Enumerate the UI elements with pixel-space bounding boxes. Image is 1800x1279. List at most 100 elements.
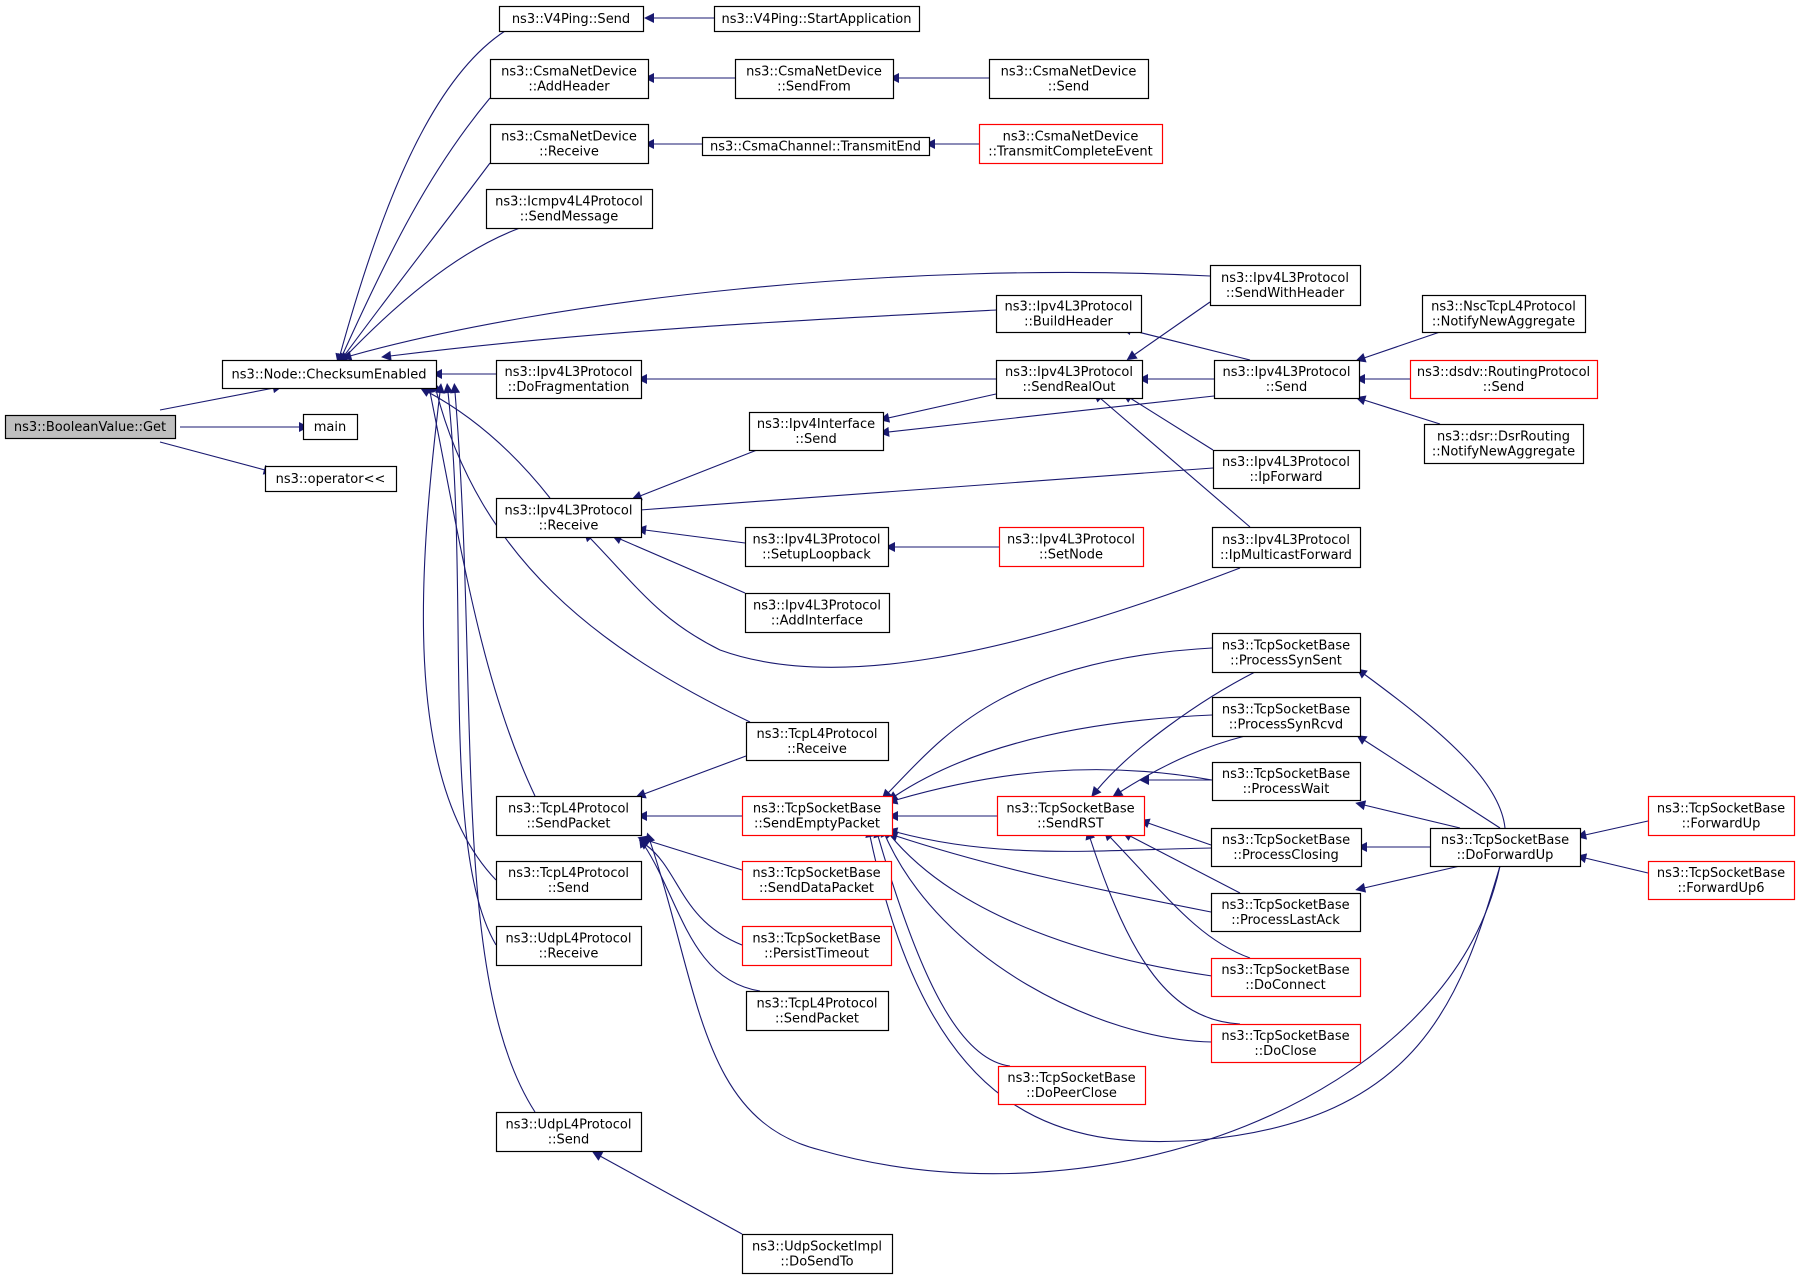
node-cksum[interactable]: ns3::Node::ChecksumEnabled — [221, 359, 438, 390]
node-proclastack[interactable]: ns3::TcpSocketBase::ProcessLastAck — [1210, 892, 1362, 933]
node-box[interactable] — [495, 359, 643, 400]
node-csmasendfrom[interactable]: ns3::CsmaNetDevice::SendFrom — [734, 58, 895, 100]
node-dsdv[interactable]: ns3::dsdv::RoutingProtocol::Send — [1409, 359, 1599, 400]
node-ipfwd[interactable]: ns3::Ipv4L3Protocol::IpForward — [1212, 449, 1361, 490]
node-boolget[interactable]: ns3::BooleanValue::Get — [4, 414, 177, 440]
node-box[interactable] — [997, 1065, 1147, 1106]
node-box[interactable] — [995, 359, 1144, 400]
node-ip4send[interactable]: ns3::Ipv4L3Protocol::Send — [1213, 359, 1361, 400]
node-procsynrcvd[interactable]: ns3::TcpSocketBase::ProcessSynRcvd — [1211, 696, 1362, 738]
node-box[interactable] — [495, 925, 643, 967]
node-doconnect[interactable]: ns3::TcpSocketBase::DoConnect — [1210, 957, 1362, 998]
node-doclose[interactable]: ns3::TcpSocketBase::DoClose — [1210, 1023, 1362, 1064]
node-box[interactable] — [745, 721, 890, 762]
node-box[interactable] — [748, 411, 885, 452]
node-box[interactable] — [745, 990, 890, 1032]
node-box[interactable] — [1429, 827, 1582, 868]
node-box[interactable] — [1210, 827, 1363, 868]
node-tcprecv[interactable]: ns3::TcpL4Protocol::Receive — [745, 721, 890, 762]
node-box[interactable] — [988, 58, 1150, 100]
node-icmp[interactable]: ns3::Icmpv4L4Protocol::SendMessage — [485, 188, 654, 230]
node-persist[interactable]: ns3::TcpSocketBase::PersistTimeout — [741, 925, 893, 967]
node-box[interactable] — [1210, 957, 1362, 998]
node-box[interactable] — [741, 795, 894, 837]
node-nsctcp[interactable]: ns3::NscTcpL4Protocol::NotifyNewAggregat… — [1421, 294, 1587, 334]
node-box[interactable] — [1212, 449, 1361, 490]
node-main[interactable]: main — [302, 413, 359, 441]
node-fwdup[interactable]: ns3::TcpSocketBase::ForwardUp — [1647, 795, 1796, 837]
node-procclosing[interactable]: ns3::TcpSocketBase::ProcessClosing — [1210, 827, 1363, 868]
node-tcpsend[interactable]: ns3::TcpL4Protocol::Send — [495, 860, 643, 901]
node-box[interactable] — [1421, 294, 1587, 334]
node-box[interactable] — [4, 414, 177, 440]
node-box[interactable] — [996, 795, 1146, 837]
node-csmatx[interactable]: ns3::CsmaChannel::TransmitEnd — [701, 136, 931, 157]
node-sendempty[interactable]: ns3::TcpSocketBase::SendEmptyPacket — [741, 795, 894, 837]
node-box[interactable] — [1647, 795, 1796, 837]
node-csmaadd[interactable]: ns3::CsmaNetDevice::AddHeader — [489, 58, 650, 100]
node-box[interactable] — [264, 465, 398, 493]
node-sendwh[interactable]: ns3::Ipv4L3Protocol::SendWithHeader — [1209, 264, 1362, 307]
node-v4start[interactable]: ns3::V4Ping::StartApplication — [713, 5, 921, 33]
node-box[interactable] — [498, 5, 645, 33]
node-udprecv[interactable]: ns3::UdpL4Protocol::Receive — [495, 925, 643, 967]
node-ifsend[interactable]: ns3::Ipv4Interface::Send — [748, 411, 885, 452]
node-box[interactable] — [1647, 860, 1796, 901]
node-udpsend[interactable]: ns3::UdpL4Protocol::Send — [495, 1111, 643, 1153]
node-box[interactable] — [221, 359, 438, 390]
node-box[interactable] — [1211, 696, 1362, 738]
node-box[interactable] — [1209, 264, 1362, 307]
node-box[interactable] — [495, 497, 643, 539]
node-udpsock[interactable]: ns3::UdpSocketImpl::DoSendTo — [741, 1233, 894, 1275]
node-box[interactable] — [734, 58, 895, 100]
node-procsynsent[interactable]: ns3::TcpSocketBase::ProcessSynSent — [1211, 632, 1362, 674]
node-buildh[interactable]: ns3::Ipv4L3Protocol::BuildHeader — [995, 294, 1143, 334]
node-procwait[interactable]: ns3::TcpSocketBase::ProcessWait — [1211, 761, 1362, 802]
node-box[interactable] — [302, 413, 359, 441]
node-box[interactable] — [489, 58, 650, 100]
node-box[interactable] — [495, 860, 643, 901]
node-box[interactable] — [713, 5, 921, 33]
node-fwdup6[interactable]: ns3::TcpSocketBase::ForwardUp6 — [1647, 860, 1796, 901]
node-box[interactable] — [701, 136, 931, 157]
node-box[interactable] — [998, 526, 1145, 568]
node-box[interactable] — [741, 860, 893, 901]
node-box[interactable] — [1211, 632, 1362, 674]
node-box[interactable] — [741, 1233, 894, 1275]
node-box[interactable] — [1210, 1023, 1362, 1064]
node-ip4recv[interactable]: ns3::Ipv4L3Protocol::Receive — [495, 497, 643, 539]
node-box[interactable] — [1423, 423, 1585, 465]
node-box[interactable] — [1409, 359, 1599, 400]
node-box[interactable] — [1211, 526, 1362, 569]
node-box[interactable] — [744, 526, 890, 568]
node-tcpsendpkt[interactable]: ns3::TcpL4Protocol::SendPacket — [495, 795, 643, 837]
node-dofwdup[interactable]: ns3::TcpSocketBase::DoForwardUp — [1429, 827, 1582, 868]
node-addif[interactable]: ns3::Ipv4L3Protocol::AddInterface — [744, 592, 891, 634]
node-setnode[interactable]: ns3::Ipv4L3Protocol::SetNode — [998, 526, 1145, 568]
node-box[interactable] — [495, 1111, 643, 1153]
node-box[interactable] — [1213, 359, 1361, 400]
node-setuplb[interactable]: ns3::Ipv4L3Protocol::SetupLoopback — [744, 526, 890, 568]
node-box[interactable] — [1211, 761, 1362, 802]
node-csmatxc[interactable]: ns3::CsmaNetDevice::TransmitCompleteEven… — [978, 123, 1164, 165]
node-box[interactable] — [489, 123, 650, 165]
node-sendrst[interactable]: ns3::TcpSocketBase::SendRST — [996, 795, 1146, 837]
node-csmasend[interactable]: ns3::CsmaNetDevice::Send — [988, 58, 1150, 100]
node-tcpsendpkt2[interactable]: ns3::TcpL4Protocol::SendPacket — [745, 990, 890, 1032]
node-ipmcast[interactable]: ns3::Ipv4L3Protocol::IpMulticastForward — [1211, 526, 1362, 569]
node-box[interactable] — [485, 188, 654, 230]
node-oplt[interactable]: ns3::operator<< — [264, 465, 398, 493]
node-box[interactable] — [1210, 892, 1362, 933]
node-box[interactable] — [744, 592, 891, 634]
node-csmarecv[interactable]: ns3::CsmaNetDevice::Receive — [489, 123, 650, 165]
node-box[interactable] — [978, 123, 1164, 165]
node-dofrag[interactable]: ns3::Ipv4L3Protocol::DoFragmentation — [495, 359, 643, 400]
node-dsr[interactable]: ns3::dsr::DsrRouting::NotifyNewAggregate — [1423, 423, 1585, 465]
node-box[interactable] — [741, 925, 893, 967]
node-sendro[interactable]: ns3::Ipv4L3Protocol::SendRealOut — [995, 359, 1144, 400]
node-v4send[interactable]: ns3::V4Ping::Send — [498, 5, 645, 33]
node-box[interactable] — [995, 294, 1143, 334]
node-dopeerclose[interactable]: ns3::TcpSocketBase::DoPeerClose — [997, 1065, 1147, 1106]
node-senddata[interactable]: ns3::TcpSocketBase::SendDataPacket — [741, 860, 893, 901]
node-box[interactable] — [495, 795, 643, 837]
